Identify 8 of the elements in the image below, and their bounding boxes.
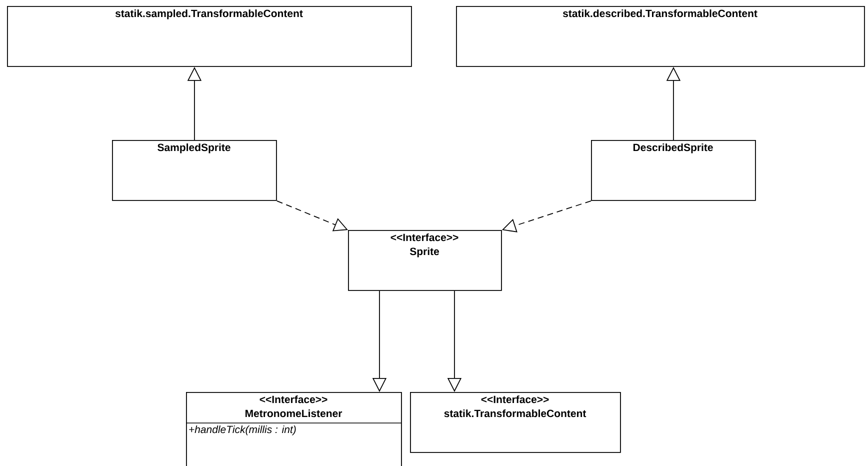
class-box: statik.described.TransformableContent: [456, 6, 865, 67]
class-box: DescribedSprite: [591, 140, 756, 201]
dashed-arrow: [276, 200, 348, 232]
class-box: <<Interface>> MetronomeListener +handleTick(millis : int): [186, 392, 402, 466]
class-box: <<Interface>> statik.TransformableContent: [410, 392, 621, 453]
class-box: SampledSprite: [112, 140, 277, 201]
class-box: <<Interface>> Sprite: [348, 230, 502, 291]
class-box: statik.sampled.TransformableContent: [7, 6, 412, 67]
